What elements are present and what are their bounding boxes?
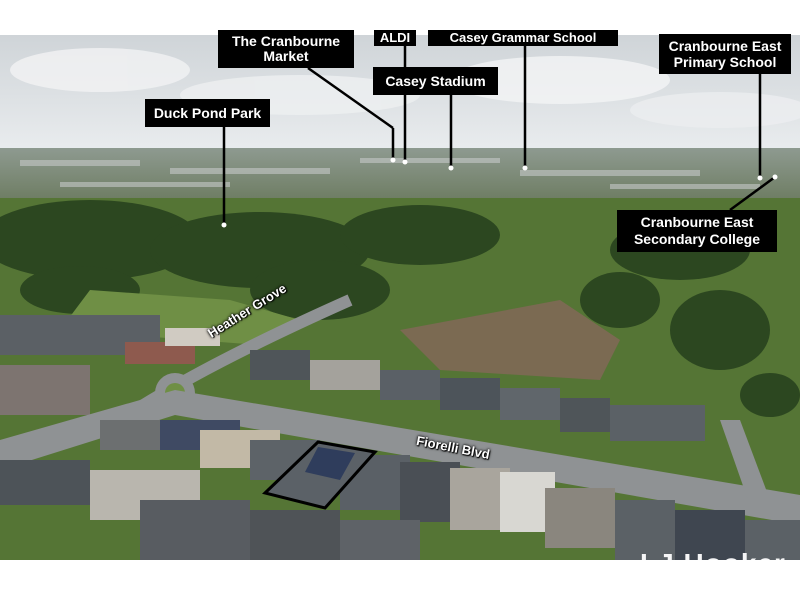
label-the-cranbourne-market: The Cranbourne Market: [218, 30, 354, 68]
subject-house-highlight: [262, 440, 378, 510]
label-aldi: ALDI: [374, 30, 416, 46]
distant-rooftops: [20, 158, 760, 189]
leader-lines: [222, 45, 776, 225]
label-cranbourne-east-primary-school: Cranbourne East Primary School: [659, 34, 791, 74]
watermark-logo: LJ Hooker: [640, 548, 786, 579]
dirt-lot: [400, 300, 620, 380]
side-road: [720, 420, 770, 500]
houses-south-row: [0, 420, 800, 560]
leader-dots: [221, 157, 778, 228]
label-cranbourne-east-secondary-college: Cranbourne East Secondary College: [617, 210, 777, 252]
label-duck-pond-park: Duck Pond Park: [145, 99, 270, 127]
label-casey-grammar-school: Casey Grammar School: [428, 30, 618, 46]
label-casey-stadium: Casey Stadium: [373, 67, 498, 95]
houses-north-row: [250, 350, 705, 441]
trees: [0, 200, 800, 417]
left-suburb: [0, 315, 220, 415]
